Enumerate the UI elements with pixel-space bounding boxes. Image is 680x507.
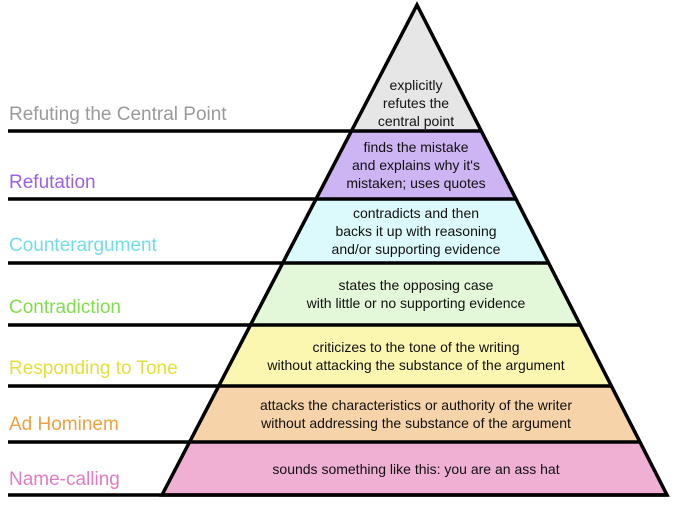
level-description: states the opposing case with little or n… (307, 276, 526, 312)
level-label: Refutation (9, 172, 96, 193)
description-line: finds the mistake (363, 139, 469, 155)
description-line: contradicts and then (352, 205, 480, 221)
level-label: Name-calling (9, 469, 120, 490)
pyramid-band (282, 199, 549, 263)
level-label: Ad Hominem (9, 414, 119, 435)
description-line: refutes the (382, 95, 450, 111)
pyramid-band (162, 442, 667, 495)
description-line: and explains why it's (352, 157, 480, 173)
description-line: criticizes to the tone of the writing (312, 338, 520, 355)
level-label: Counterargument (9, 235, 157, 256)
level-description: attacks the characteristics or authority… (260, 396, 572, 432)
description-line: attacks the characteristics or authority… (259, 397, 573, 413)
level-label: Responding to Tone (9, 358, 178, 379)
level-label: Refuting the Central Point (9, 104, 227, 125)
pyramid-band (189, 386, 640, 442)
level-description: sounds something like this: you are an a… (272, 460, 559, 478)
pyramid-band (351, 5, 482, 131)
description-line: and/or supporting evidence (331, 241, 501, 257)
description-line: sounds something like this: you are an a… (272, 460, 560, 477)
description-line: backs it up with reasoning (335, 223, 497, 239)
pyramid-outline (159, 1, 670, 497)
description-line: with little or no supporting evidence (306, 295, 526, 311)
description-line: without attacking the substance of the a… (267, 356, 565, 373)
pyramid-band (316, 131, 516, 199)
description-line: states the opposing case (338, 277, 494, 293)
level-label: Contradiction (9, 297, 121, 318)
level-description: finds the mistake and explains why it's mi… (346, 138, 485, 192)
description-line: without addressing the substance of the … (261, 415, 571, 431)
description-line: mistaken; uses quotes (346, 175, 486, 191)
pyramid-band (250, 263, 581, 325)
level-description: contradicts and then backs it up with rea… (332, 204, 501, 258)
description-line: central point (377, 113, 455, 129)
pyramid-band (218, 325, 612, 386)
description-line: explicitly (389, 77, 443, 93)
level-description: explicitly refutes the central point (378, 76, 454, 130)
